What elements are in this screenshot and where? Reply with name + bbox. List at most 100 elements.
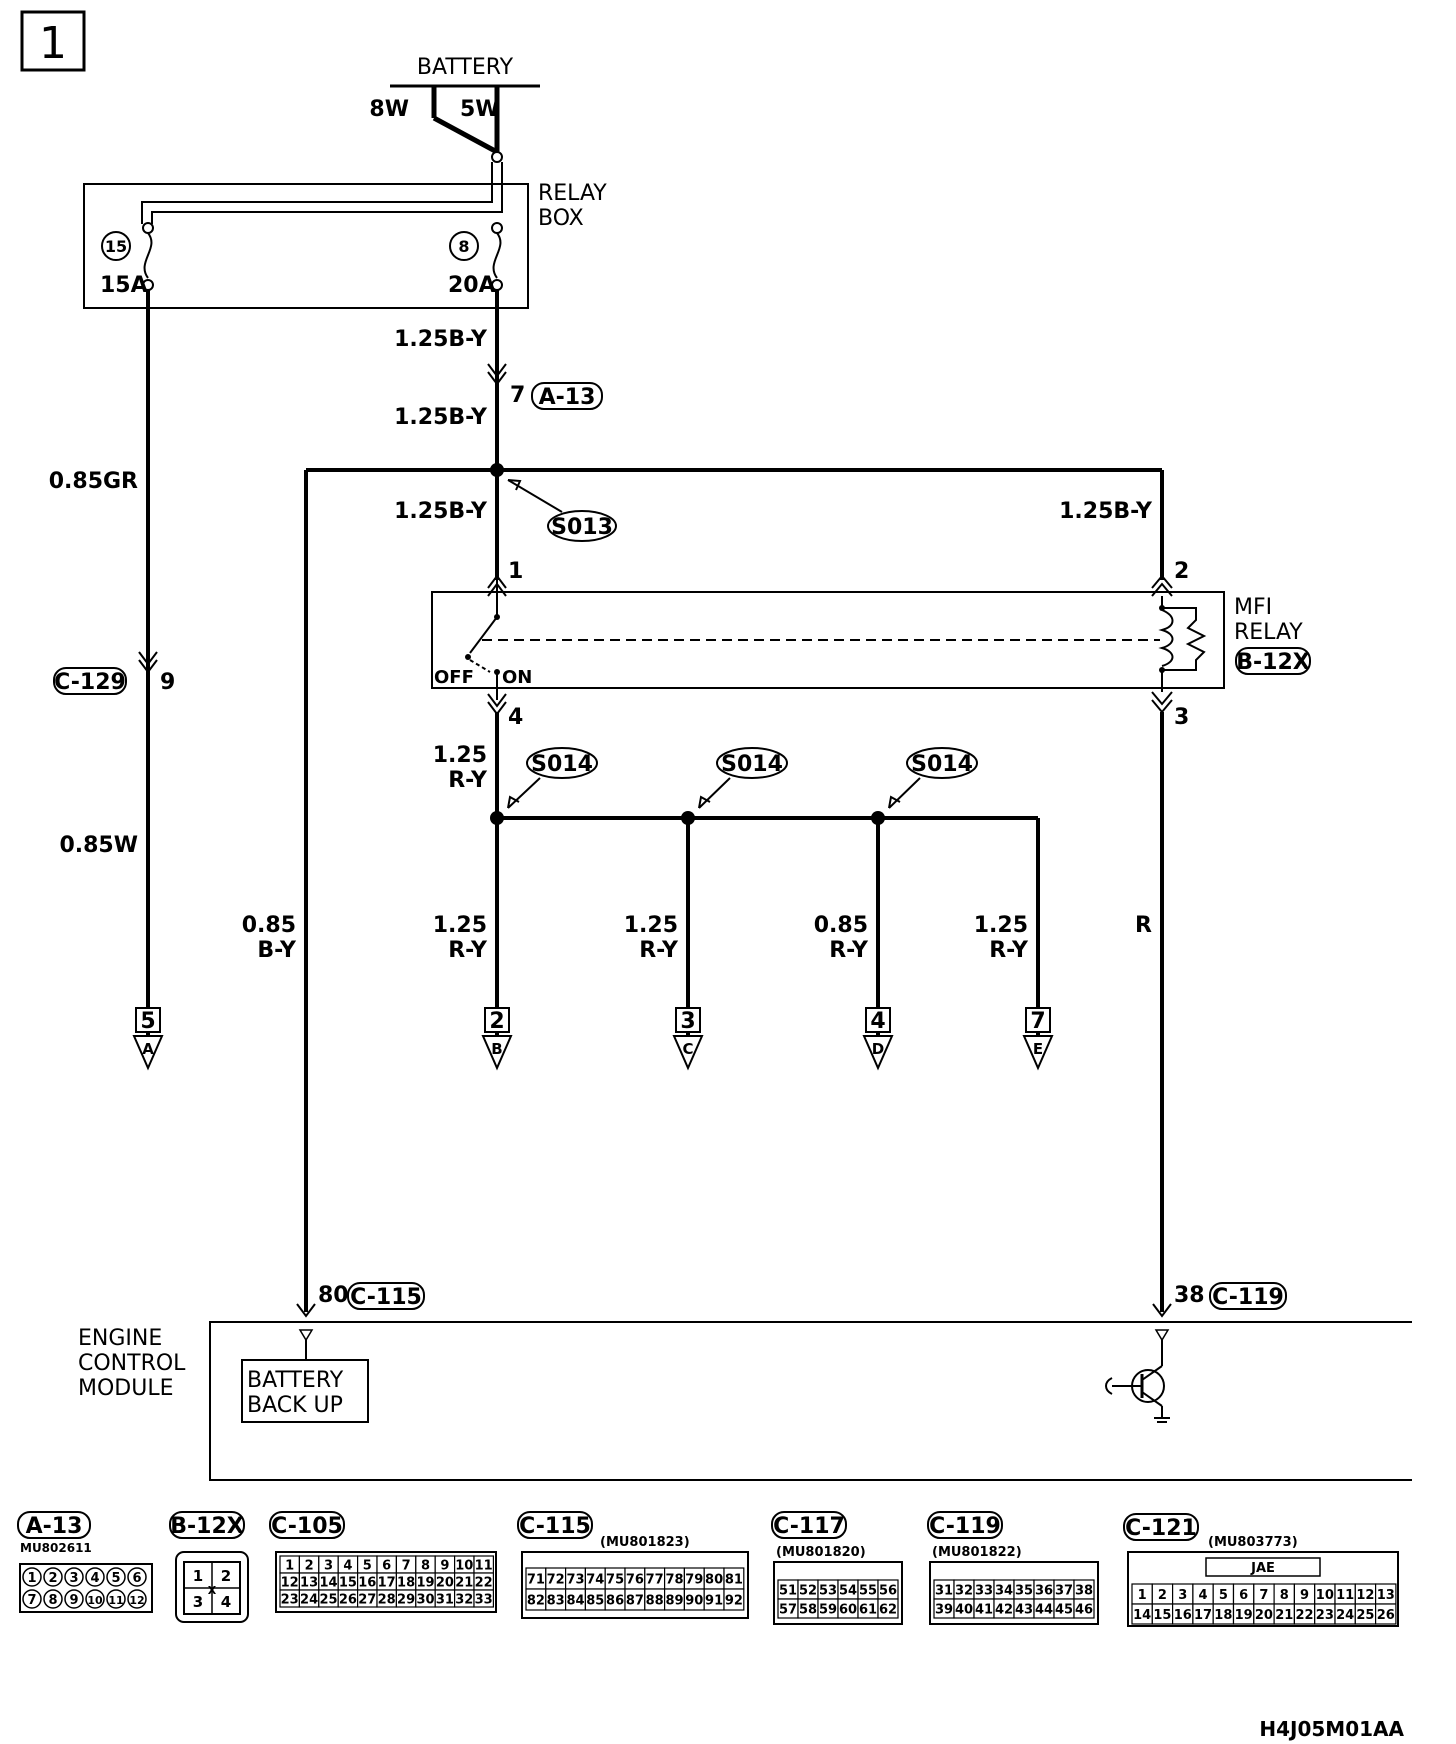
svg-text:(MU801820): (MU801820) (776, 1545, 866, 1560)
connector-pin-number: 35 (1015, 1584, 1033, 1599)
svg-text:2: 2 (48, 1571, 57, 1586)
svg-text:CONTROL: CONTROL (78, 1351, 186, 1376)
svg-text:0.85: 0.85 (814, 913, 868, 938)
svg-text:MU802611: MU802611 (20, 1541, 92, 1555)
svg-text:(MU803773): (MU803773) (1208, 1535, 1298, 1550)
svg-text:BATTERY: BATTERY (417, 55, 514, 80)
svg-text:X: X (208, 1584, 217, 1597)
svg-text:C-115: C-115 (350, 1285, 422, 1310)
connector-pin-number: 62 (879, 1603, 897, 1618)
svg-text:20A: 20A (448, 273, 496, 298)
connector-pin-number: 75 (606, 1573, 624, 1588)
connector-pin-number: 25 (319, 1593, 337, 1608)
connector-pin-number: 7 (1259, 1588, 1268, 1603)
connector-pin-number: 33 (475, 1593, 493, 1608)
svg-text:0.85W: 0.85W (59, 833, 138, 858)
connector-pin-number: 87 (626, 1594, 644, 1609)
connector-pin-number: 74 (586, 1573, 604, 1588)
svg-text:(MU801822): (MU801822) (932, 1545, 1022, 1560)
connector-cell (473, 1589, 494, 1608)
battery: BATTERY 8W 5W (369, 55, 540, 163)
svg-text:0.85: 0.85 (242, 913, 296, 938)
svg-text:1.25: 1.25 (974, 913, 1028, 938)
a13-cells: 1 2 3 4 5 6 7 8 9 10 11 12 (22, 1567, 147, 1609)
connector-pin-number: 34 (995, 1584, 1013, 1599)
connector-pin-number: 54 (839, 1584, 857, 1599)
connector-pin-number: 1 (285, 1559, 294, 1574)
connector-pin-number: 38 (1075, 1584, 1093, 1599)
svg-text:3: 3 (193, 1593, 203, 1611)
connector-pin-number: 88 (646, 1594, 664, 1609)
connector-pin-number: 10 (455, 1559, 473, 1574)
connector-pin-number: 44 (1035, 1603, 1053, 1618)
connector-pin-number: 73 (566, 1573, 584, 1588)
svg-text:R-Y: R-Y (989, 938, 1029, 963)
svg-text:1: 1 (39, 18, 67, 69)
svg-text:C-119: C-119 (929, 1514, 1001, 1539)
connector-pin-number: 5 (1219, 1588, 1228, 1603)
connector-pin-number: 7 (402, 1559, 411, 1574)
connector-pin-number: 2 (1158, 1588, 1167, 1603)
svg-text:3: 3 (680, 1009, 695, 1034)
connector-pin-number: 71 (527, 1573, 545, 1588)
svg-text:B-Y: B-Y (257, 938, 297, 963)
svg-text:5: 5 (140, 1009, 155, 1034)
connector-pin-number: 23 (281, 1593, 299, 1608)
connector-pin-number: 78 (665, 1573, 683, 1588)
svg-text:BACK UP: BACK UP (247, 1393, 343, 1418)
connector-cell (1374, 1603, 1397, 1625)
connector-pin-number: 45 (1055, 1603, 1073, 1618)
connector-pin-number: 1 (1138, 1588, 1147, 1603)
connector-pin-number: 17 (1194, 1608, 1212, 1623)
svg-text:R-Y: R-Y (448, 768, 488, 793)
svg-text:C: C (682, 1040, 693, 1058)
connector-pin-number: 8 (421, 1559, 430, 1574)
connector-pin-number: 90 (685, 1594, 703, 1609)
svg-text:A-13: A-13 (539, 385, 596, 410)
connector-pin-number: 33 (975, 1584, 993, 1599)
connector-pin-number: 61 (859, 1603, 877, 1618)
svg-text:R-Y: R-Y (639, 938, 679, 963)
svg-text:7: 7 (1030, 1009, 1045, 1034)
connector-pin-number: 23 (1316, 1608, 1334, 1623)
connector-pin-number: 92 (725, 1594, 743, 1609)
relay-box: RELAY BOX 15 15A 8 20A (83, 162, 607, 309)
svg-text:OFF: OFF (434, 667, 474, 688)
svg-text:10: 10 (87, 1594, 103, 1607)
connector-pin-number: 37 (1055, 1584, 1073, 1599)
connector-pin-number: 20 (436, 1576, 454, 1591)
svg-text:80: 80 (318, 1283, 349, 1308)
connector-pin-number: 6 (1239, 1588, 1248, 1603)
svg-text:0.85GR: 0.85GR (49, 469, 138, 494)
svg-text:S014: S014 (911, 752, 973, 777)
s013-bus: 1.25B-Y 1.25B-Y S013 (304, 463, 1164, 1312)
connector-pin-number: 14 (1133, 1608, 1151, 1623)
svg-text:C-115: C-115 (519, 1514, 591, 1539)
svg-text:RELAY: RELAY (1234, 620, 1303, 645)
svg-text:C-117: C-117 (773, 1514, 845, 1539)
svg-text:1.25B-Y: 1.25B-Y (1059, 499, 1153, 524)
connector-pin-number: 22 (1296, 1608, 1314, 1623)
svg-text:1.25B-Y: 1.25B-Y (394, 327, 488, 352)
connector-pin-number: 77 (646, 1573, 664, 1588)
legend-b12x: B-12X 1 2 3 4 X (169, 1511, 249, 1623)
connector-pin-number: 91 (705, 1594, 723, 1609)
svg-text:B: B (491, 1040, 502, 1058)
connector-pin-number: 32 (455, 1593, 473, 1608)
svg-text:R-Y: R-Y (829, 938, 869, 963)
connector-pin-number: 17 (378, 1576, 396, 1591)
connector-pin-number: 27 (358, 1593, 376, 1608)
connector-pin-number: 83 (547, 1594, 565, 1609)
connector-pin-number: 16 (1174, 1608, 1192, 1623)
svg-text:5: 5 (111, 1571, 120, 1586)
connector-pin-number: 55 (859, 1584, 877, 1599)
page-number: 1 (20, 10, 86, 72)
svg-text:S014: S014 (531, 752, 593, 777)
connector-pin-number: 4 (1199, 1588, 1208, 1603)
